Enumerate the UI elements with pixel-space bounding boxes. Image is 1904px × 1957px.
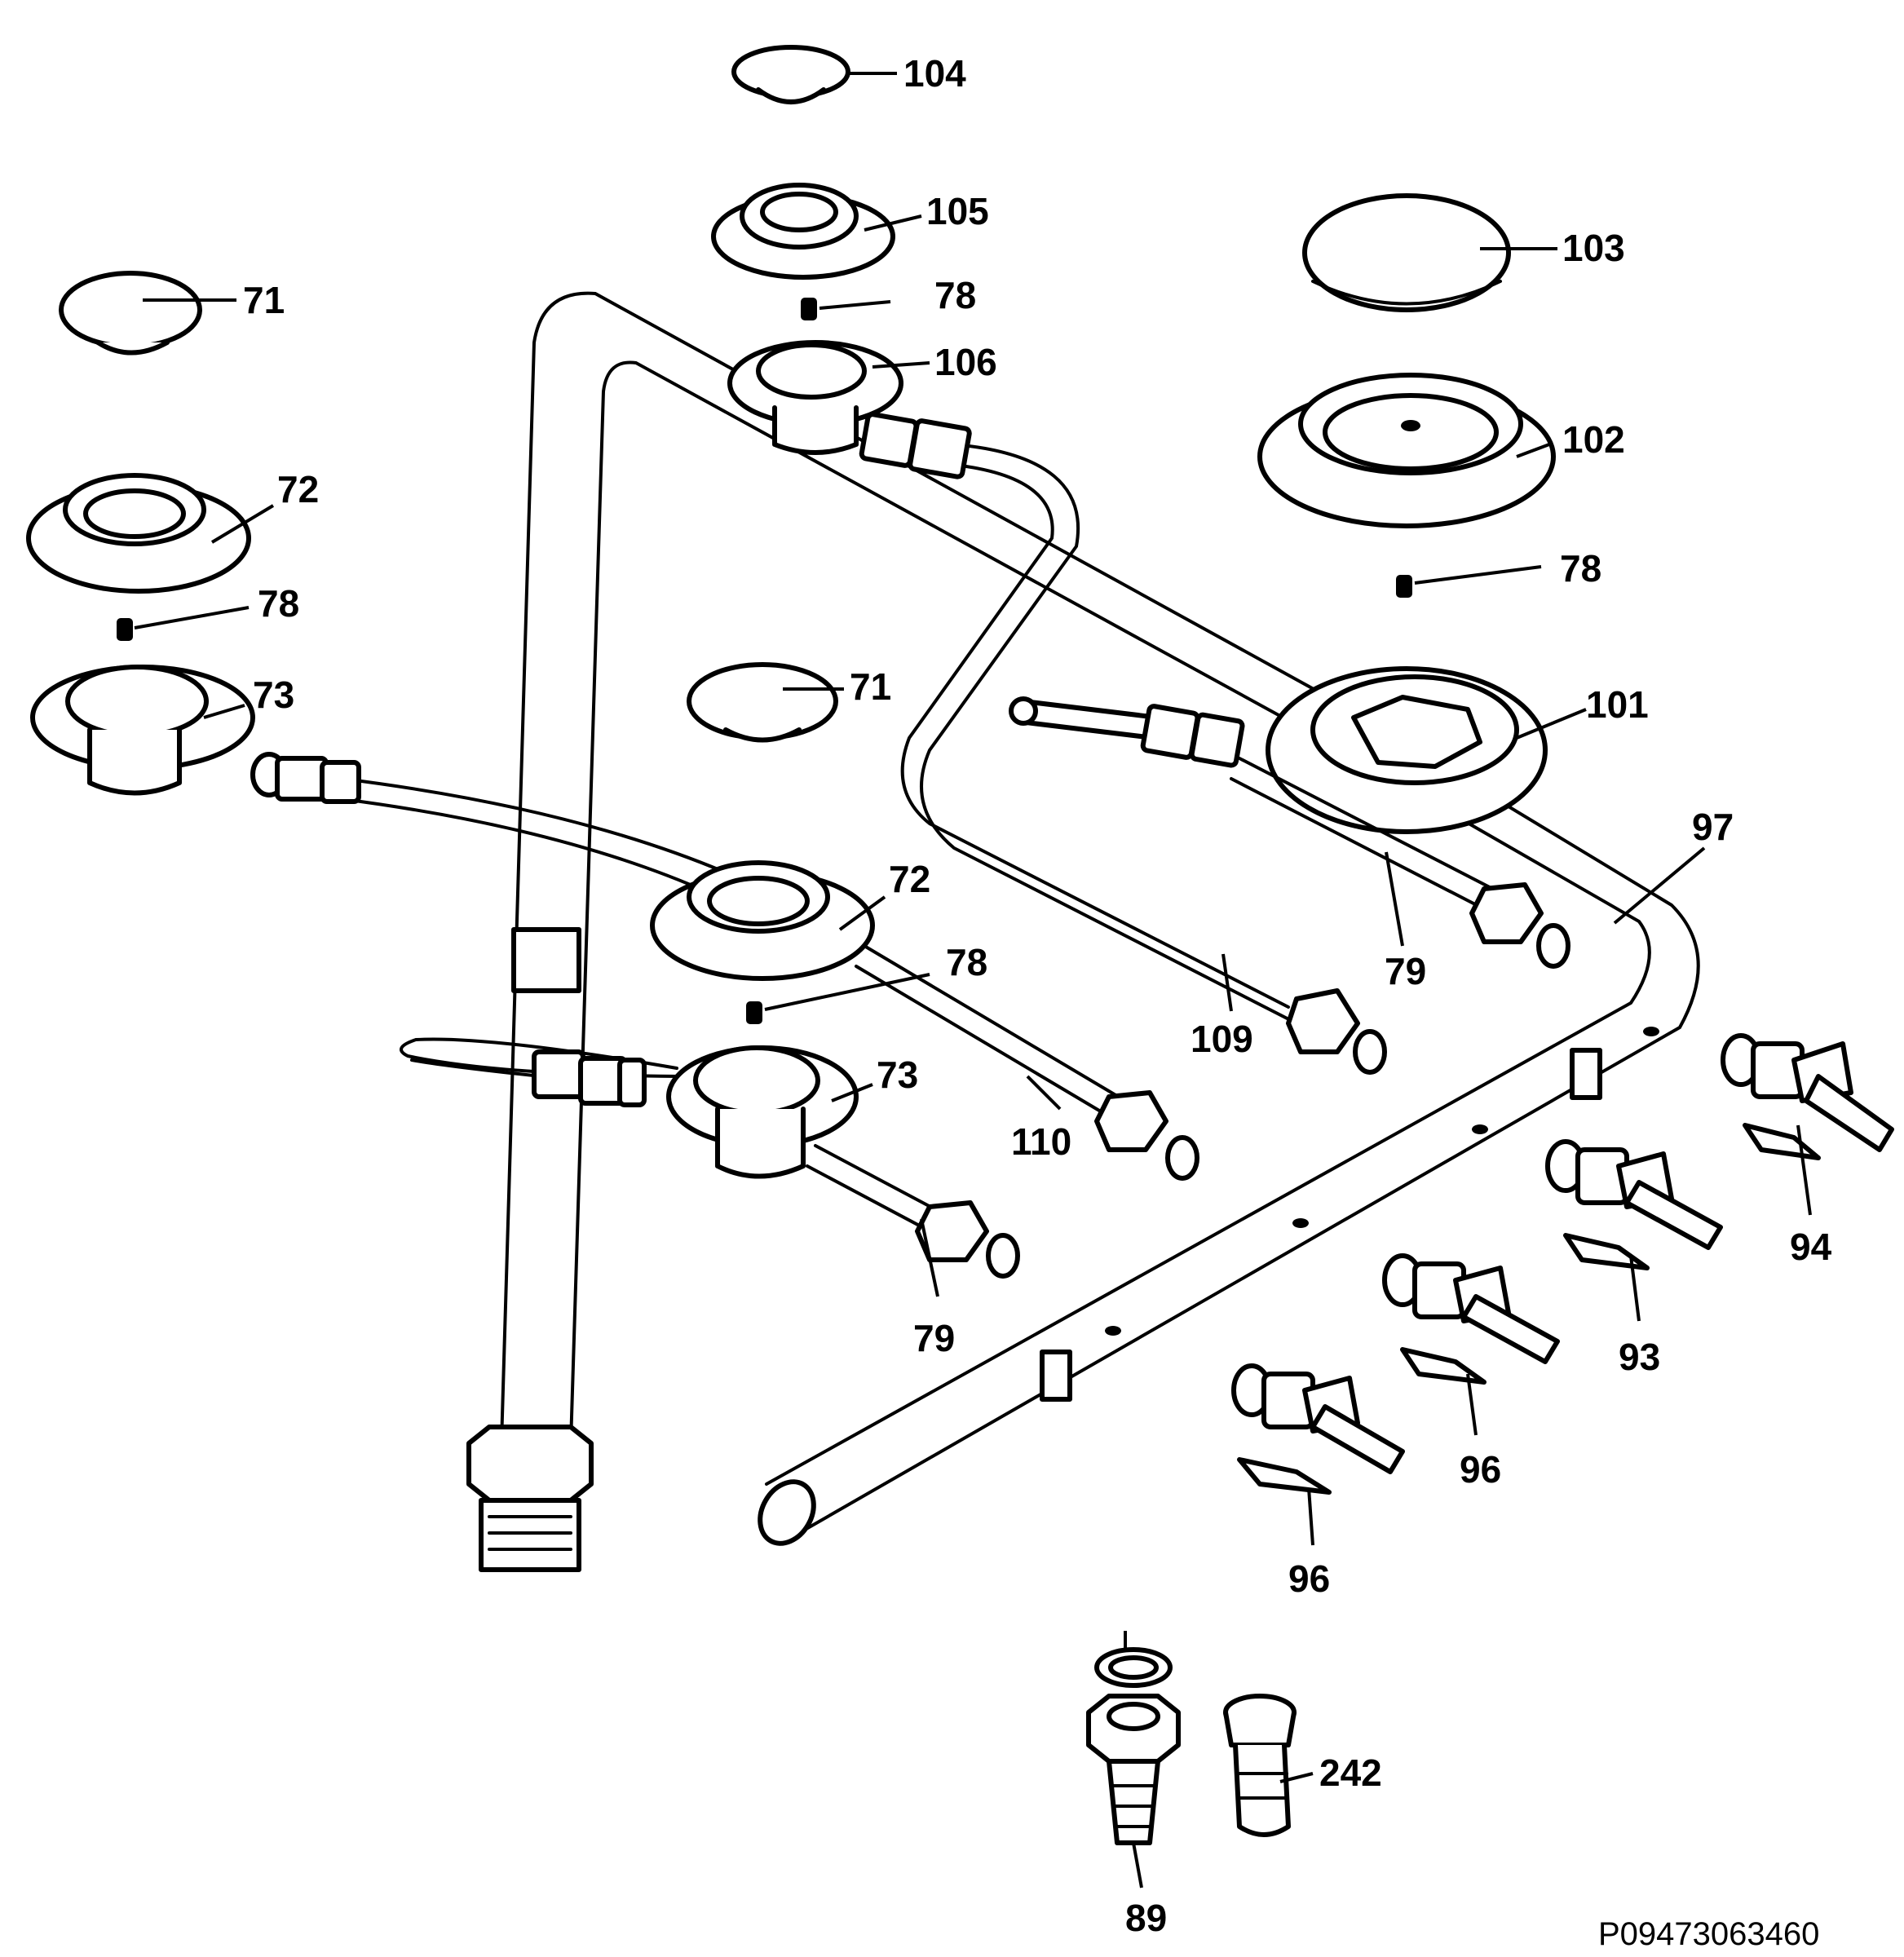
gas-tube-79-right: 79	[1230, 757, 1570, 992]
hose-connector-89: 89	[1086, 1631, 1181, 1939]
callout-101: 101	[1586, 683, 1649, 726]
gas-ramp-pipe	[500, 291, 1700, 1546]
gas-tube-109: 109	[859, 412, 1387, 1075]
callout-89: 89	[1125, 1897, 1167, 1939]
callout-78-left: 78	[258, 582, 299, 625]
callout-103: 103	[1562, 227, 1625, 269]
callout-109: 109	[1191, 1018, 1253, 1060]
burner-crown-105: 105	[711, 183, 989, 280]
callout-96-upper: 96	[1460, 1448, 1501, 1491]
gas-valve-96-lower: 96	[1231, 1363, 1405, 1600]
burner-cap-71-left: 71	[59, 271, 285, 356]
gas-tube-110: 110	[855, 944, 1199, 1181]
callout-72-left: 72	[277, 468, 319, 510]
burner-base-73-left: 73	[30, 665, 294, 796]
spring-78-middle: 78	[746, 941, 987, 1024]
callout-102: 102	[1562, 418, 1625, 461]
callout-106: 106	[934, 341, 997, 383]
gas-tube-left	[250, 752, 727, 895]
callout-242: 242	[1319, 1752, 1382, 1794]
callout-73-left: 73	[253, 674, 294, 716]
diagram-reference-code: P09473063460	[1598, 1916, 1819, 1952]
gas-tube-79-middle: 79	[806, 1144, 1020, 1359]
callout-104: 104	[903, 52, 966, 95]
burner-crown-72-middle: 72	[650, 858, 930, 981]
spring-78-left: 78	[117, 582, 299, 641]
callout-110: 110	[1011, 1120, 1071, 1163]
callout-78-middle: 78	[946, 941, 987, 983]
gas-valve-94: 94	[1721, 1033, 1894, 1268]
burner-crown-102: 102	[1257, 373, 1625, 528]
callout-96-lower: 96	[1288, 1557, 1330, 1600]
spring-78-top: 78	[801, 274, 976, 320]
callout-105: 105	[926, 190, 989, 232]
gas-valve-93: 93	[1545, 1139, 1723, 1378]
callout-79-middle: 79	[913, 1317, 955, 1359]
callout-78-top: 78	[934, 274, 976, 316]
gas-tube-loop	[400, 1037, 703, 1107]
callout-78-right: 78	[1560, 547, 1601, 590]
spring-78-right: 78	[1396, 547, 1601, 598]
burner-cap-104: 104	[731, 45, 966, 104]
burner-base-101: 101	[1009, 666, 1649, 834]
burner-cap-71-middle: 71	[687, 662, 891, 743]
callout-72-middle: 72	[889, 858, 930, 900]
burner-base-106: 106	[727, 340, 997, 455]
callout-71-left: 71	[243, 279, 285, 321]
callout-73-middle: 73	[877, 1054, 918, 1096]
inlet-hex-fitting	[466, 1425, 594, 1572]
callout-94: 94	[1790, 1226, 1832, 1268]
burner-crown-72-left: 72	[26, 468, 319, 594]
burner-base-73-middle: 73	[666, 1045, 918, 1179]
gas-valve-96-upper: 96	[1382, 1253, 1560, 1491]
callout-93: 93	[1619, 1336, 1660, 1378]
nozzle-242: 242	[1223, 1694, 1382, 1837]
callout-97: 97	[1692, 806, 1734, 848]
callout-79-right: 79	[1385, 950, 1426, 992]
callout-71-middle: 71	[850, 665, 891, 708]
burner-cap-103: 103	[1302, 193, 1625, 312]
